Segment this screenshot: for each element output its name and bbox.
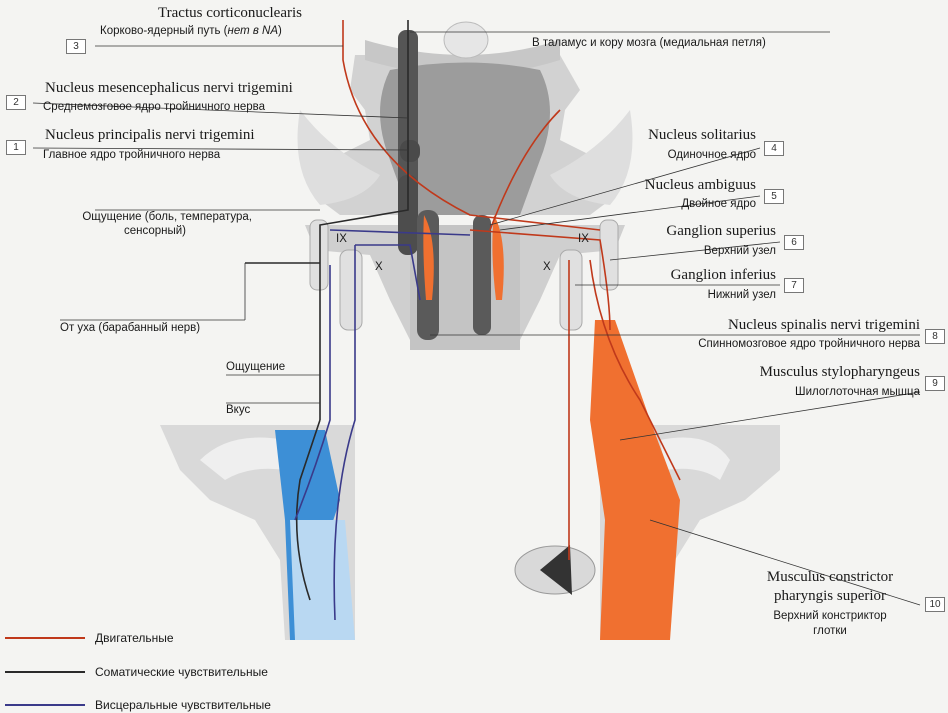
sensation-pain-label-2: сенсорный) [12,226,186,238]
label-6-russian: Верхний узел [580,246,776,258]
label-3-latin: Tractus corticonuclearis [158,6,302,21]
label-number-5: 5 [764,189,784,204]
label-1-latin: Nucleus principalis nervi trigemini [45,128,255,143]
nerve-ix-left: IX [336,234,347,246]
legend-motor-label: Двигательные [95,632,174,644]
label-number-10: 10 [925,597,945,612]
taste-label: Вкус [226,405,250,417]
label-10-russian-1: Верхний констриктор [740,611,920,623]
sensation-pain-label: Ощущение (боль, температура, [12,212,252,224]
label-10-latin-1: Musculus constrictor [740,570,920,585]
label-number-9: 9 [925,376,945,391]
label-5-latin: Nucleus ambiguus [560,178,756,193]
label-number-7: 7 [784,278,804,293]
label-10-russian-2: глотки [740,626,920,638]
label-2-russian: Среднемозговое ядро тройничного нерва [43,102,265,114]
legend-visceral-label: Висцеральные чувствительные [95,699,271,711]
label-4-russian: Одиночное ядро [560,150,756,162]
label-9-latin: Musculus stylopharyngeus [600,365,920,380]
label-number-6: 6 [784,235,804,250]
label-number-4: 4 [764,141,784,156]
label-5-russian: Двойное ядро [560,199,756,211]
label-number-1: 1 [6,140,26,155]
nerve-x-right: X [543,262,551,274]
label-9-russian: Шилоглоточная мышца [600,387,920,399]
head-section-left [160,425,355,640]
label-7-russian: Нижний узел [580,290,776,302]
label-number-3: 3 [66,39,86,54]
nerve-x-left: X [375,262,383,274]
label-6-latin: Ganglion superius [580,224,776,239]
label-number-2: 2 [6,95,26,110]
label-8-russian: Спинномозговое ядро тройничного нерва [600,339,920,351]
ear-label: От уха (барабанный нерв) [60,323,200,335]
label-4-latin: Nucleus solitarius [560,128,756,143]
label-8-latin: Nucleus spinalis nervi trigemini [600,318,920,333]
label-3-russian: Корково-ядерный путь (нет в NA) [100,26,282,38]
label-1-russian: Главное ядро тройничного нерва [43,150,220,162]
legend-somatic-label: Соматические чувствительные [95,666,268,678]
label-2-latin: Nucleus mesencephalicus nervi trigemini [45,81,293,96]
thalamus-label: В таламус и кору мозга (медиальная петля… [532,38,766,50]
label-10-latin-2: pharyngis superior [740,589,920,604]
sensation-label: Ощущение [226,362,285,374]
label-7-latin: Ganglion inferius [580,268,776,283]
label-number-8: 8 [925,329,945,344]
legend-swatches [5,638,85,705]
